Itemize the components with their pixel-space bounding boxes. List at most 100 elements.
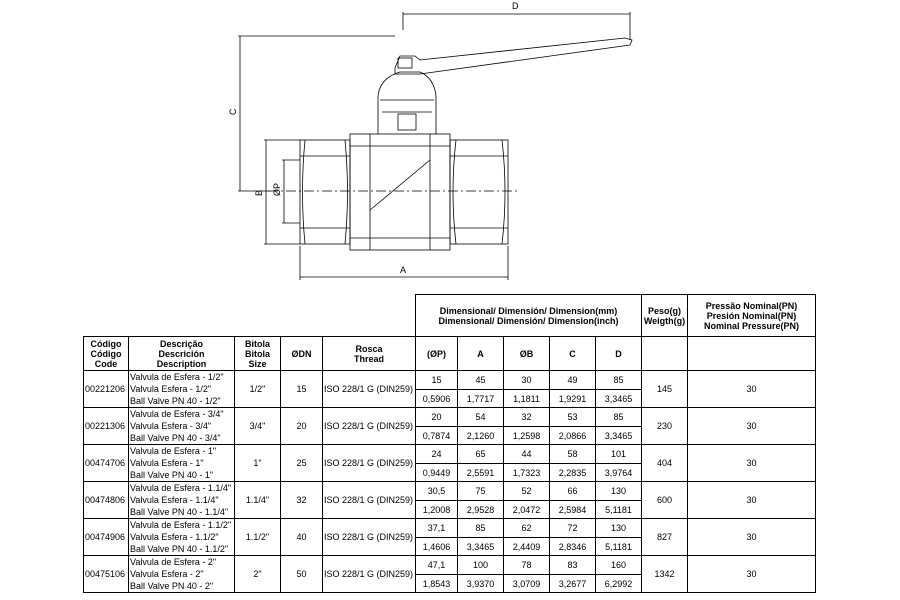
dimension-b-mm: 44 [504,446,549,464]
pressure-header: Pressão Nominal(PN) Presión Nominal(PN) … [687,294,816,337]
size-cell: 1.1/4" [234,481,281,519]
dimension-d-inch: 3,3465 [604,430,633,441]
dimension-c-mm: 72 [550,520,595,538]
dimension-c-mm: 66 [550,483,595,501]
size-cell: 1.1/2" [234,518,281,556]
dimension-a-mm: 100 [458,557,503,575]
dimension-p-mm: 47,1 [416,557,457,575]
description-cell: Valvula de Esfera - 1.1/2"Valvula Esfera… [128,518,235,556]
description-cell: Valvula de Esfera - 2"Valvula Esfera - 2… [128,555,235,593]
dimension-d-mm: 160 [596,557,641,575]
dn-cell: 50 [280,555,323,593]
dimension-p-mm: 37,1 [416,520,457,538]
dimension-d-mm: 85 [596,372,641,390]
description-cell: Valvula de Esfera - 1/2"Valvula Esfera -… [128,370,235,408]
dimension-b-inch: 3,0709 [512,578,541,589]
size-cell: 3/4" [234,407,281,445]
dimension-label-b: B [254,190,264,196]
dimension-d-inch: 3,3465 [604,393,633,404]
dn-cell: 15 [280,370,323,408]
dimension-c-mm: 53 [550,409,595,427]
weight-cell: 827 [641,518,688,556]
dimension-p-mm: 20 [416,409,457,427]
dimension-p-mm: 15 [416,372,457,390]
dimension-a-mm: 65 [458,446,503,464]
dimension-d-mm: 85 [596,409,641,427]
thread-cell: ISO 228/1 G (DIN259) [322,444,416,482]
dimension-a-inch: 2,9528 [466,504,495,515]
dimension-c-inch: 3,2677 [558,578,587,589]
dimension-a-cell: 54 2,1260 [457,407,504,445]
dimension-b-mm: 62 [504,520,549,538]
dimension-a-mm: 54 [458,409,503,427]
pressure-cell: 30 [687,481,816,519]
c-header: C [549,336,596,371]
dimension-a-cell: 85 3,3465 [457,518,504,556]
dn-cell: 20 [280,407,323,445]
ball-valve-technical-drawing: D C B ØP A [228,1,633,280]
dn-cell: 40 [280,518,323,556]
code-cell: 00474906 [83,518,129,556]
weight-header: Peso(g) Weigth(g) [641,294,688,337]
pressure-cell: 30 [687,555,816,593]
code-header: Código Código Code [83,336,129,371]
dimension-label-c: C [228,108,238,115]
dimension-d-cell: 85 3,3465 [595,407,642,445]
specification-table: Dimensional/ Dimensión/ Dimension(mm) Di… [83,294,816,593]
code-cell: 00474806 [83,481,129,519]
dn-cell: 32 [280,481,323,519]
dimension-p-inch: 0,9449 [422,467,451,478]
description-cell: Valvula de Esfera - 3/4"Valvula Esfera -… [128,407,235,445]
dimension-p-inch: 1,4606 [422,541,451,552]
dimension-a-mm: 85 [458,520,503,538]
dimension-d-mm: 130 [596,483,641,501]
code-cell: 00474706 [83,444,129,482]
weight-cell: 230 [641,407,688,445]
dimension-d-inch: 5,1181 [605,541,632,552]
dimension-c-inch: 1,9291 [558,393,587,404]
pressure-cell: 30 [687,444,816,482]
size-cell: 2" [234,555,281,593]
code-cell: 00221206 [83,370,129,408]
dimension-c-inch: 2,8346 [558,541,587,552]
dimension-a-mm: 45 [458,372,503,390]
dimension-a-inch: 3,3465 [466,541,495,552]
dimension-c-mm: 83 [550,557,595,575]
description-cell: Valvula de Esfera - 1.1/4"Valvula Esfera… [128,481,235,519]
code-cell: 00221306 [83,407,129,445]
pressure-cell: 30 [687,518,816,556]
dimension-a-inch: 2,1260 [466,430,495,441]
dimension-c-mm: 49 [550,372,595,390]
pressure-cell: 30 [687,370,816,408]
dimension-p-cell: 37,1 1,4606 [415,518,458,556]
weight-cell: 404 [641,444,688,482]
size-cell: 1" [234,444,281,482]
description-header: Descrição Descrición Description [128,336,235,371]
dimension-d-inch: 3,9764 [604,467,633,478]
dn-header: ØDN [280,336,323,371]
description-cell: Valvula de Esfera - 1"Valvula Esfera - 1… [128,444,235,482]
dimension-label-d: D [512,1,519,11]
dimension-b-mm: 32 [504,409,549,427]
dimension-group-header: Dimensional/ Dimensión/ Dimension(mm) Di… [415,294,642,337]
dimension-c-inch: 2,5984 [558,504,587,515]
b-header: ØB [503,336,550,371]
dimension-label-a: A [400,265,406,275]
dimension-c-cell: 49 1,9291 [549,370,596,408]
dimension-b-inch: 1,1811 [513,393,540,404]
dimension-d-inch: 5,1181 [605,504,632,515]
